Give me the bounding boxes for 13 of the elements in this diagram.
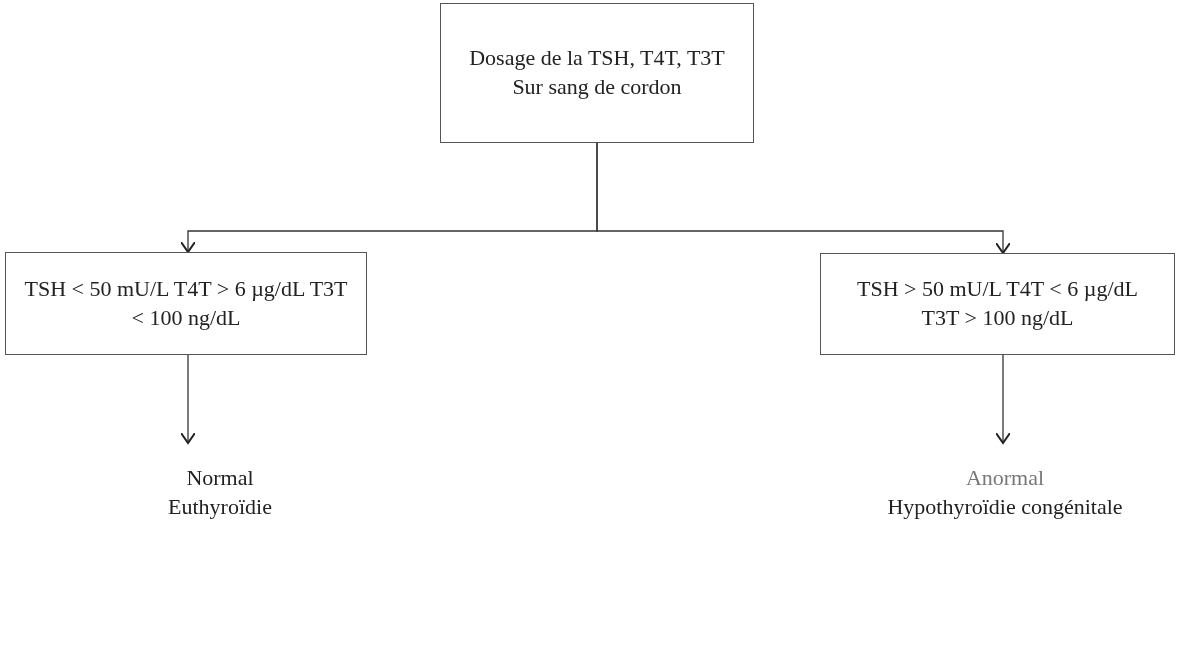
process-box: [820, 253, 1175, 355]
arrow: [995, 354, 1011, 444]
box-text: TSH < 50 mU/L T4T > 6 µg/dL T3T < 100 ng/dL: [23, 274, 349, 332]
arrow: [180, 354, 196, 444]
outcome-label: Normal: [186, 463, 254, 492]
outcome-label: Anormal: [965, 463, 1045, 492]
box-text: Dosage de la TSH, T4T, T3T Sur sang de cordon: [468, 44, 726, 101]
process-box: [5, 252, 367, 355]
box-text: TSH > 50 mU/L T4T < 6 µg/dL T3T > 100 ng/dL: [856, 275, 1139, 332]
arrow: [596, 142, 1011, 254]
box-text: Hypothyroïdie congénitale: [887, 492, 1123, 521]
box-text: Euthyroïdie: [168, 492, 272, 521]
process-box: [440, 3, 754, 143]
